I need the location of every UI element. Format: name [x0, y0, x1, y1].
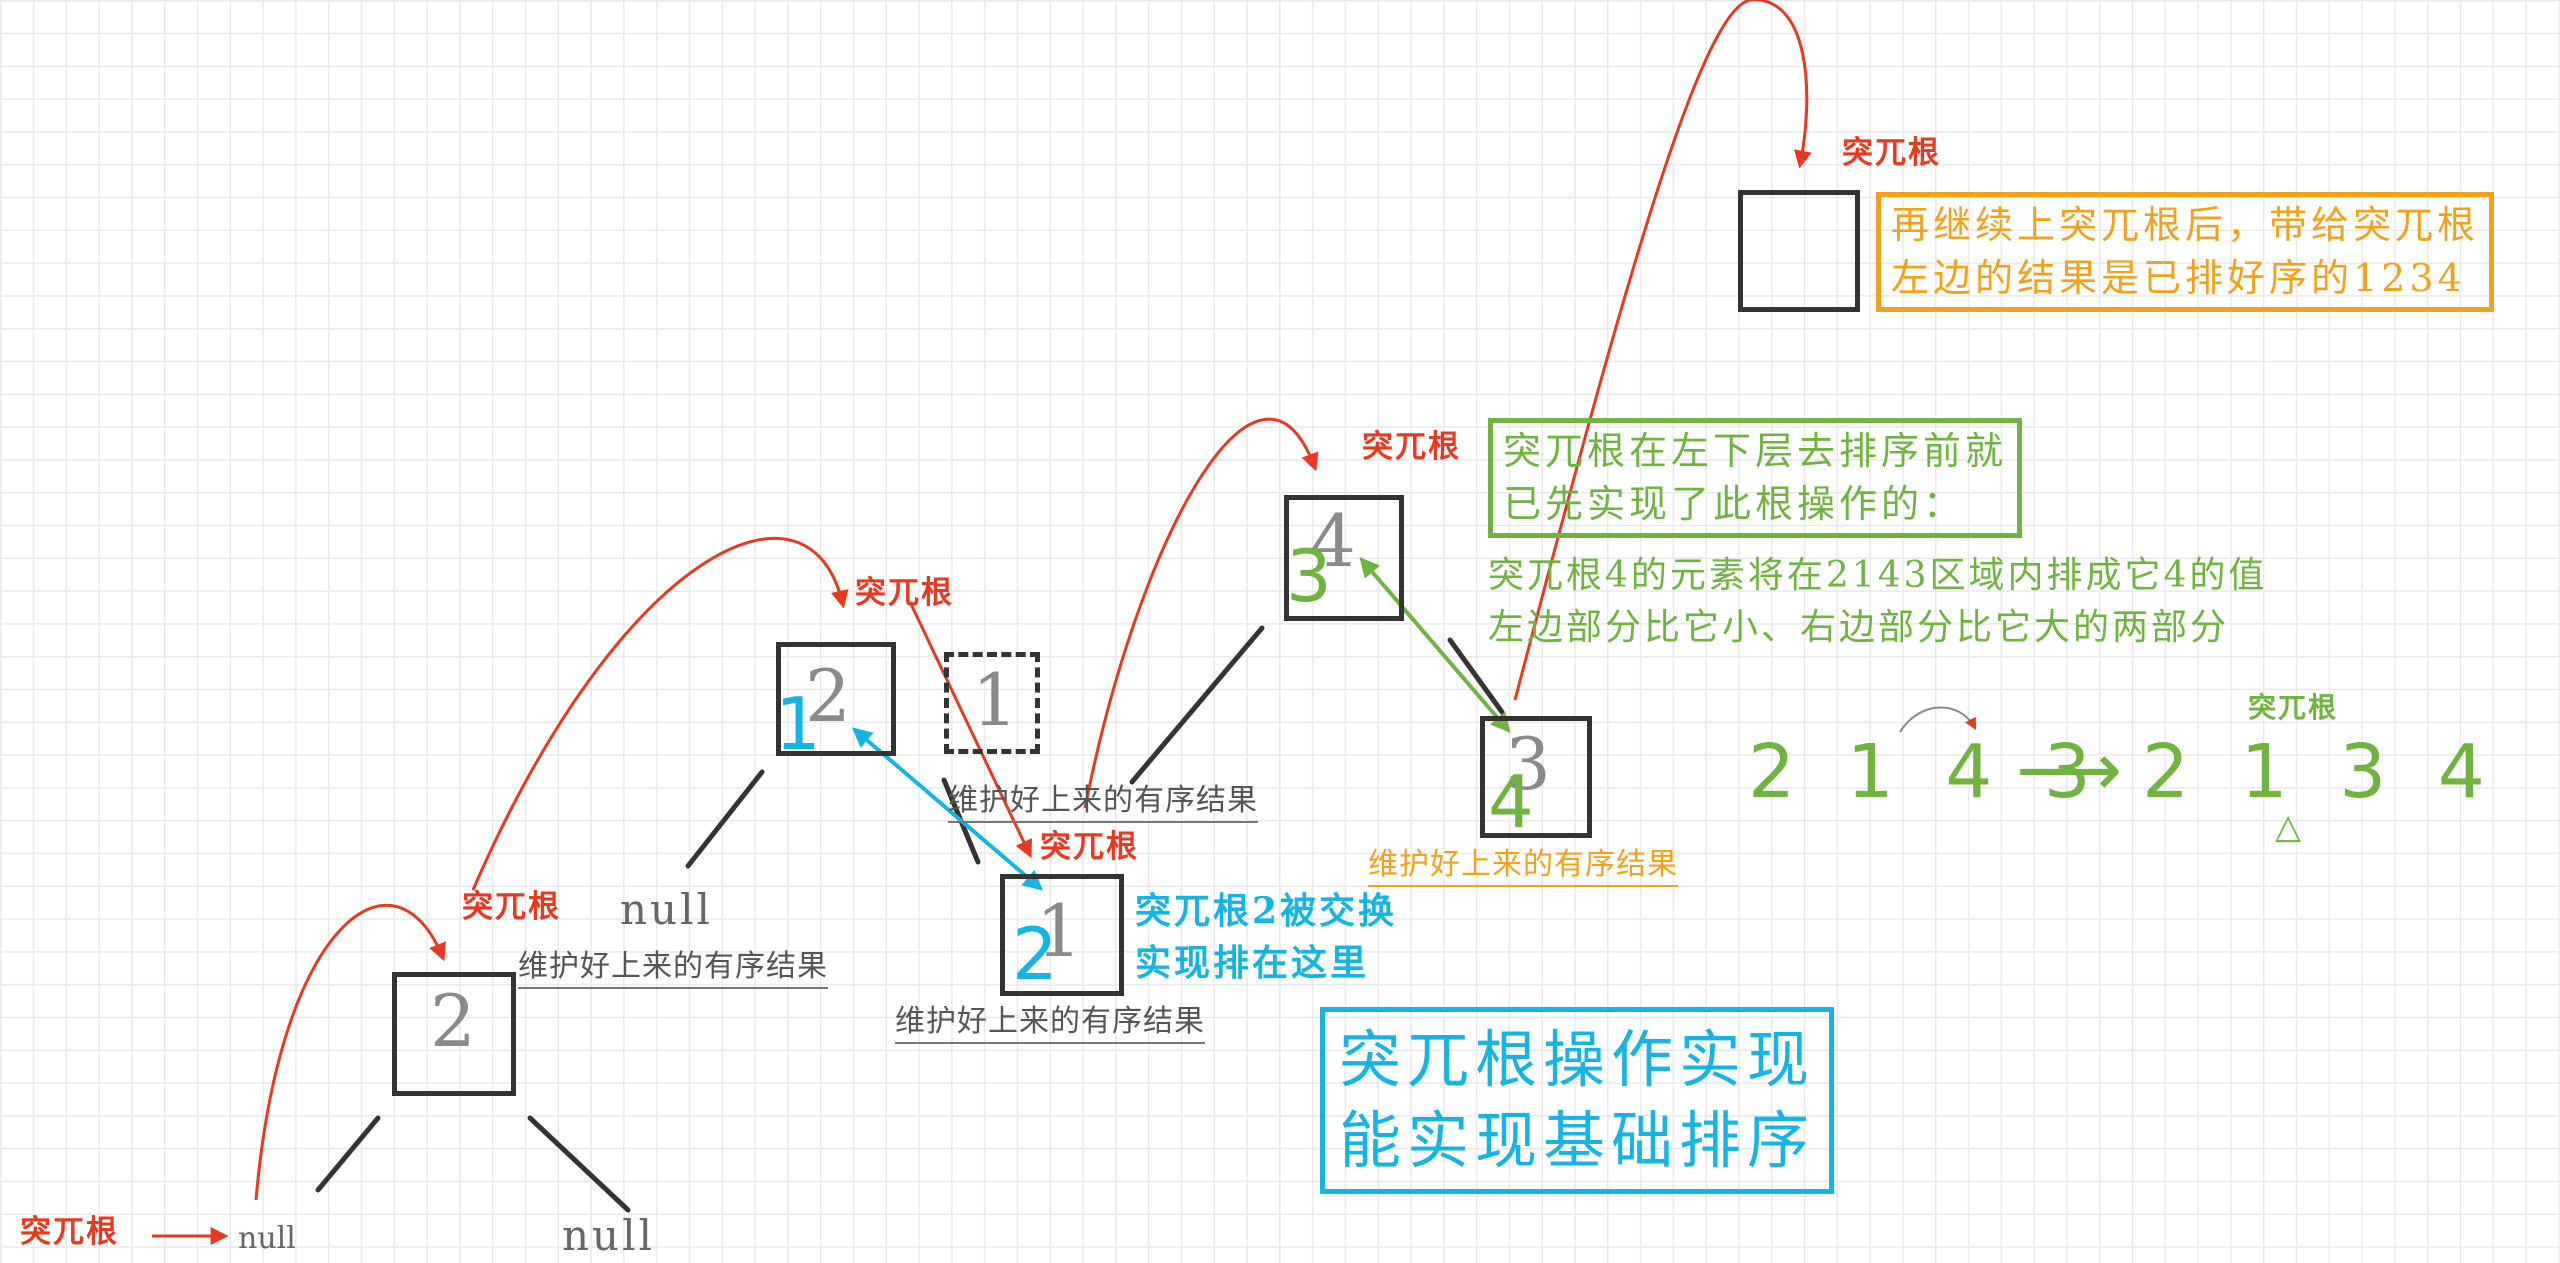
node-top4-green-value: 3: [1286, 534, 1332, 618]
rotate-arrow-2: [471, 537, 849, 891]
rotate-label-5: 突兀根: [1842, 135, 1941, 171]
maintained-label-2: 维护好上来的有序结果: [895, 1004, 1205, 1044]
node-bottom: [392, 972, 516, 1096]
cyan-note: 突兀根2被交换 实现排在这里: [1135, 885, 1397, 989]
explanation-text: 突兀根4的元素将在2143区域内排成它4的值 左边部分比它小、右边部分比它大的两…: [1488, 550, 2267, 654]
summary-line2: 能实现基础排序: [1339, 1103, 1816, 1177]
sequence-after: 2 1 3 4: [2142, 729, 2499, 815]
rotate-arrow-4: [1513, 0, 1812, 701]
sequence-marker: △: [2275, 807, 2304, 847]
edge-bottom-left: [315, 1115, 381, 1193]
node-top-empty: [1738, 190, 1860, 312]
orange-note-line1: 再继续上突兀根后，带给突兀根: [1891, 203, 2480, 247]
node-dashed-value: 1: [972, 658, 1018, 742]
rotate-arrows: [152, 0, 1812, 1245]
green-note-line1: 突兀根在左下层去排序前就: [1503, 429, 2008, 473]
node-bottom-value: 2: [430, 979, 476, 1063]
cyan-note-line2: 实现排在这里: [1135, 942, 1370, 985]
green-note-box: 突兀根在左下层去排序前就 已先实现了此根操作的：: [1488, 418, 2023, 539]
null-bottom-left: null: [238, 1221, 296, 1256]
green-note-line2: 已先实现了此根操作的：: [1503, 482, 1966, 527]
node-r3-green-value: 4: [1488, 760, 1534, 844]
cyan-note-line1: 突兀根2被交换: [1135, 890, 1398, 932]
summary-box: 突兀根操作实现 能实现基础排序: [1320, 1007, 1835, 1195]
maintained-label-4: 维护好上来的有序结果: [1368, 847, 1678, 887]
node-mid: [776, 642, 896, 756]
maintained-label-3: 维护好上来的有序结果: [948, 783, 1258, 823]
null-mid: null: [620, 885, 713, 934]
edge-bottom-right: [527, 1115, 631, 1213]
node-top4-gray-value: 4: [1310, 499, 1356, 583]
node-mid-gray-value: 2: [805, 654, 851, 738]
rotate-label-3: 突兀根: [1040, 829, 1139, 865]
rotate-label-2: 突兀根: [855, 575, 954, 611]
rotate-label-null: 突兀根: [20, 1214, 119, 1250]
null-bottom-right: null: [562, 1211, 655, 1260]
edge-top-left: [1129, 625, 1265, 785]
node-r3: [1480, 716, 1592, 838]
node-top4: [1284, 495, 1404, 621]
node-dashed: [944, 652, 1040, 754]
maintained-label-1: 维护好上来的有序结果: [518, 949, 828, 989]
rotate-arrow-1: [254, 903, 446, 1201]
explanation-line1: 突兀根4的元素将在2143区域内排成它4的值: [1488, 555, 2268, 596]
sequence-rotate-label: 突兀根: [2248, 691, 2339, 724]
sequence-swap-hint: [1899, 706, 1977, 733]
node-right1: [1000, 874, 1124, 996]
rotate-arrow-3: [1083, 417, 1319, 809]
rotate-label-1: 突兀根: [462, 889, 561, 925]
sequence-arrow: ⟶: [2016, 727, 2123, 813]
orange-note-box: 再继续上突兀根后，带给突兀根 左边的结果是已排好序的1234: [1876, 192, 2495, 313]
swap-arrow-green: [1359, 556, 1511, 734]
node-r3-gray-value: 3: [1505, 722, 1551, 806]
orange-note-line2: 左边的结果是已排好序的1234: [1891, 256, 2466, 301]
node-right1-gray-value: 1: [1036, 889, 1082, 973]
summary-line1: 突兀根操作实现: [1339, 1023, 1816, 1096]
explanation-line2: 左边部分比它小、右边部分比它大的两部分: [1488, 607, 2230, 649]
sequence-before: 2 1 4 3: [1748, 729, 2105, 815]
rotate-label-4: 突兀根: [1362, 429, 1461, 465]
edge-mid-left: [685, 769, 765, 869]
node-right1-cyan-value: 2: [1012, 912, 1058, 996]
swap-arrow-cyan: [851, 727, 1044, 891]
node-mid-cyan-value: 1: [775, 682, 821, 766]
